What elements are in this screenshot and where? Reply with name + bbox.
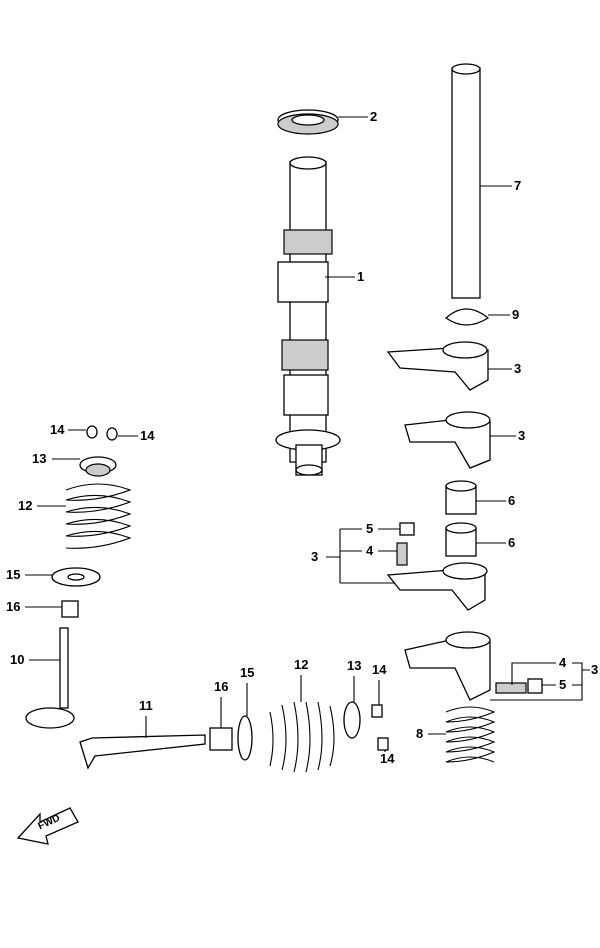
callout-16: 16 xyxy=(214,679,229,694)
callout-12: 12 xyxy=(18,498,33,513)
left-valve-set xyxy=(25,425,132,729)
callout-16: 16 xyxy=(6,599,21,614)
callout-9: 9 xyxy=(512,307,520,322)
callout-3: 3 xyxy=(311,549,319,564)
part-6-bushings xyxy=(445,480,477,557)
part-7-rocker-shaft xyxy=(451,63,481,299)
callout-6: 6 xyxy=(508,493,516,508)
callout-5: 5 xyxy=(559,677,567,692)
callout-14: 14 xyxy=(372,662,387,677)
part-9-plate xyxy=(444,308,490,326)
callout-13: 13 xyxy=(32,451,47,466)
part-1-camshaft xyxy=(275,156,341,476)
callout-8: 8 xyxy=(416,726,424,741)
callout-6: 6 xyxy=(508,535,516,550)
callout-4: 4 xyxy=(366,543,374,558)
callout-2: 2 xyxy=(370,109,378,124)
callout-7: 7 xyxy=(514,178,522,193)
callout-12: 12 xyxy=(294,657,309,672)
part-5-nut xyxy=(399,522,415,536)
part-4-adjust-screw xyxy=(396,542,408,566)
callout-3: 3 xyxy=(514,361,522,376)
callout-13: 13 xyxy=(347,658,362,673)
callout-4: 4 xyxy=(559,655,567,670)
callout-14: 14 xyxy=(50,422,65,437)
part-2-oil-seal xyxy=(277,109,339,135)
part-8-spring xyxy=(445,706,496,763)
callout-14: 14 xyxy=(380,751,395,766)
part-3-rocker-arms xyxy=(386,341,491,701)
bottom-valve-set xyxy=(79,701,389,773)
callout-3: 3 xyxy=(518,428,526,443)
callout-11: 11 xyxy=(139,698,153,713)
callout-5: 5 xyxy=(366,521,374,536)
fwd-arrow-icon xyxy=(16,807,79,845)
callout-14: 14 xyxy=(140,428,155,443)
callout-3: 3 xyxy=(591,662,599,677)
callout-10: 10 xyxy=(10,652,25,667)
callout-1: 1 xyxy=(357,269,365,284)
callout-15: 15 xyxy=(6,567,21,582)
callout-15: 15 xyxy=(240,665,255,680)
